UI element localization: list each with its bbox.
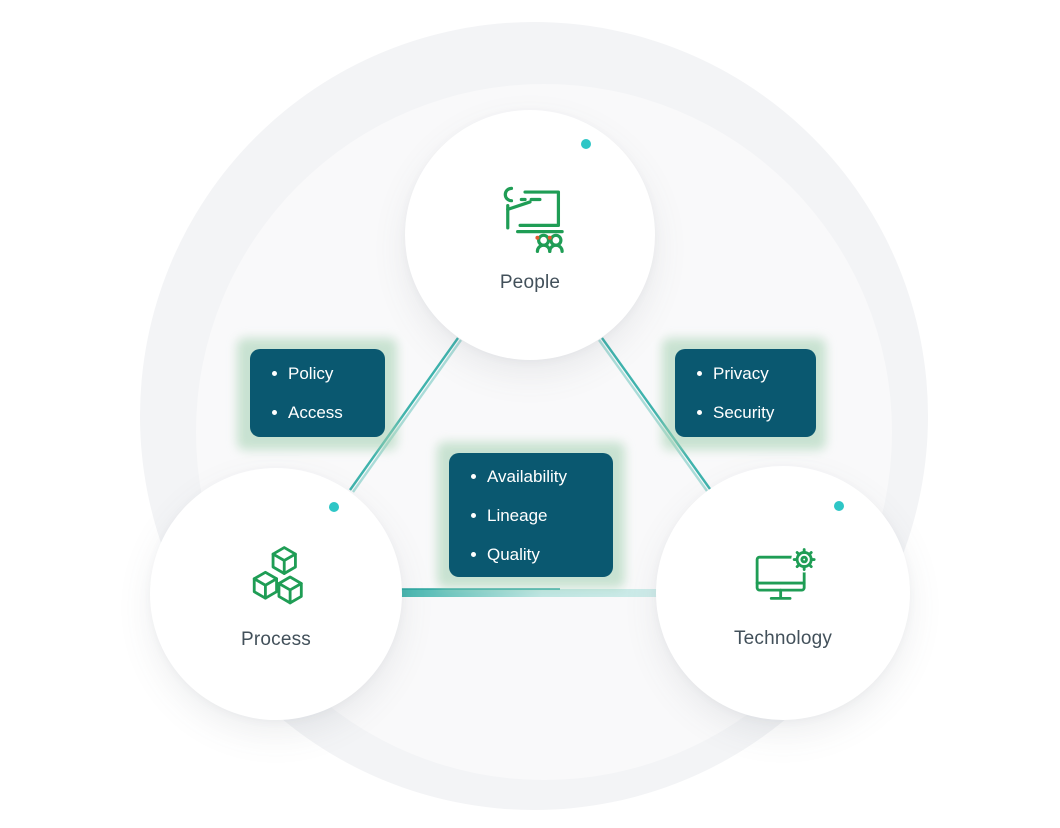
- data-attributes-box: Availability Lineage Quality: [449, 453, 613, 577]
- stacked-cubes-icon: [252, 546, 303, 605]
- connector-right-light-line: [598, 339, 708, 492]
- node-people: People: [405, 110, 655, 360]
- policy-access-box: Policy Access: [250, 349, 385, 437]
- list-item: Privacy: [695, 354, 816, 393]
- node-label: Technology: [733, 628, 833, 649]
- list-item: Availability: [469, 457, 613, 496]
- policy-access-list: Policy Access: [270, 354, 385, 432]
- node-accent-dot: [581, 139, 591, 149]
- list-item: Access: [270, 393, 385, 432]
- node-label: Process: [240, 629, 312, 650]
- node-accent-dot: [329, 502, 339, 512]
- list-item: Lineage: [469, 496, 613, 535]
- connector-right-line: [601, 337, 711, 490]
- monitor-gear-icon: [755, 546, 818, 600]
- connector-bottom-band: [400, 589, 658, 597]
- node-technology: Technology: [656, 466, 910, 720]
- data-attributes-list: Availability Lineage Quality: [469, 457, 613, 574]
- list-item: Quality: [469, 535, 613, 574]
- privacy-security-list: Privacy Security: [695, 354, 816, 432]
- node-accent-dot: [834, 501, 844, 511]
- list-item: Security: [695, 393, 816, 432]
- node-label: People: [499, 272, 561, 293]
- presenter-whiteboard-icon: [503, 186, 564, 253]
- connector-left-light-line: [352, 339, 462, 493]
- privacy-security-box: Privacy Security: [675, 349, 816, 437]
- node-process: Process: [150, 468, 402, 720]
- connector-left-line: [349, 337, 459, 491]
- list-item: Policy: [270, 354, 385, 393]
